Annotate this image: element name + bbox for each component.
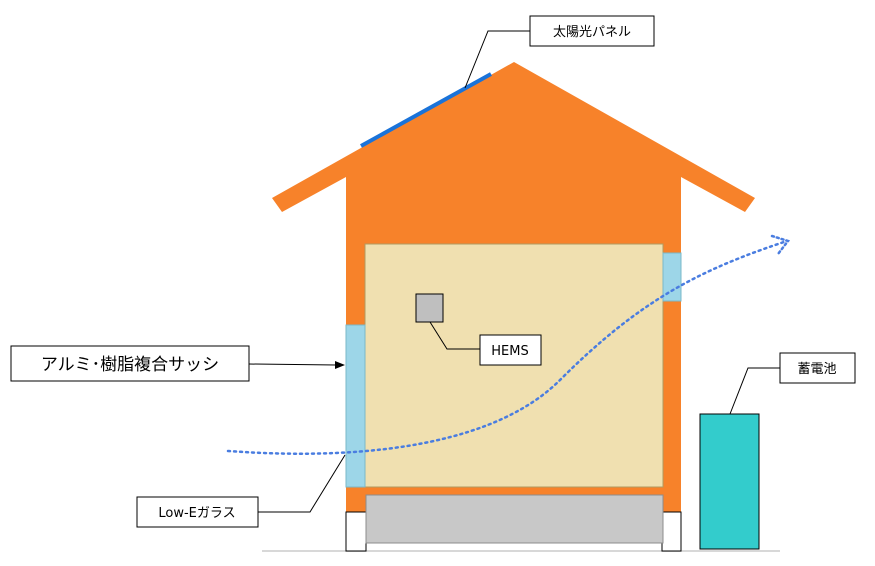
solar-panel-label-box — [529, 15, 655, 47]
solar-panel — [360, 72, 492, 148]
hems-label: HEMS — [491, 344, 528, 359]
low-e-glass-label-box — [136, 496, 259, 528]
hems-device — [415, 293, 444, 323]
right-window — [662, 252, 682, 302]
crawl-space — [365, 494, 664, 544]
airflow-arrowhead — [770, 234, 791, 256]
hems-label-box — [479, 334, 542, 366]
battery-leader — [729, 367, 780, 415]
solar-panel-leader — [464, 30, 530, 89]
sash-label: アルミ･樹脂複合サッシ — [41, 355, 219, 375]
low-e-glass-label: Low-Eガラス — [158, 506, 235, 521]
left-window — [345, 324, 366, 488]
sash-arrow-line — [248, 363, 337, 366]
sash-label-box — [10, 345, 250, 382]
hems-leader — [429, 321, 480, 350]
battery-unit — [699, 413, 760, 550]
sash-arrowhead — [335, 361, 345, 369]
foundation-right — [661, 511, 682, 552]
solar-panel-label: 太陽光パネル — [553, 25, 631, 40]
battery-label: 蓄電池 — [797, 362, 836, 377]
airflow-line — [226, 240, 786, 455]
low-e-glass-leader — [258, 454, 346, 513]
foundation-left — [345, 511, 367, 552]
battery-label-box — [779, 352, 856, 384]
